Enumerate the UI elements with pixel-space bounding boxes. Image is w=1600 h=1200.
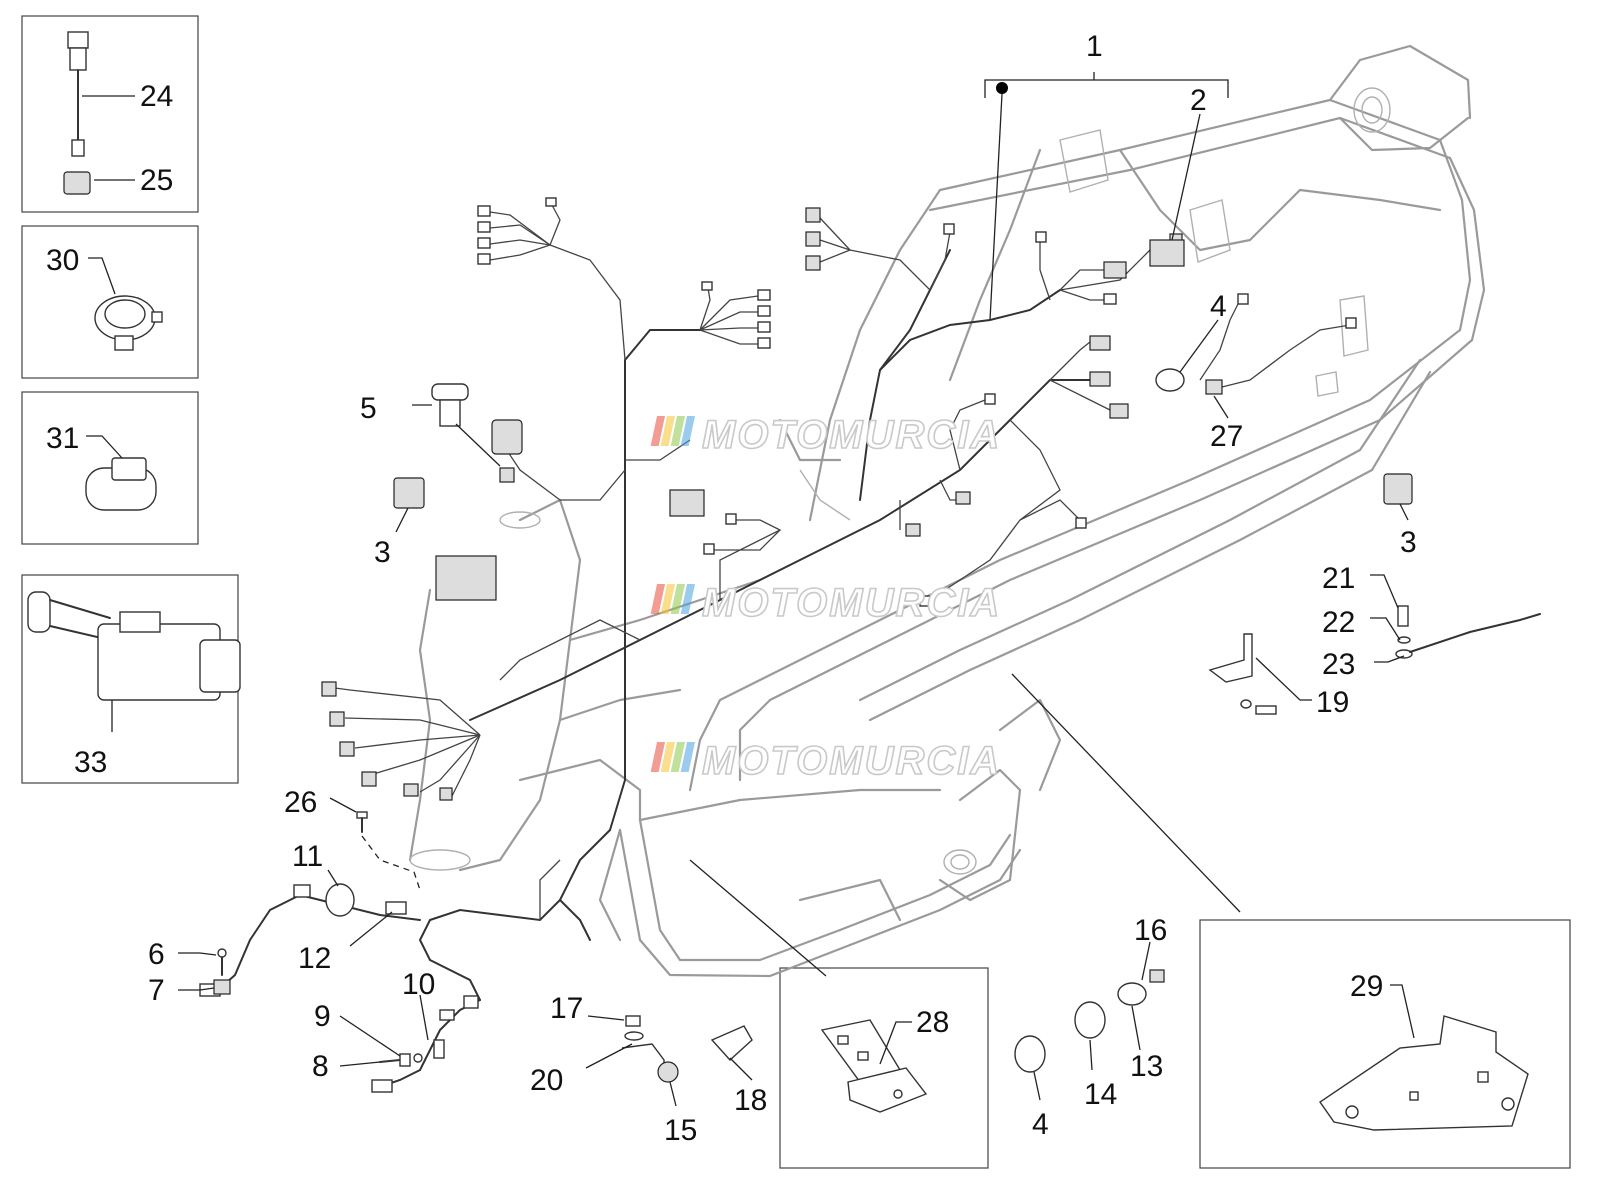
callout-7: 7 <box>148 974 165 1007</box>
watermark-1: MOTOMURCIA <box>650 412 1001 458</box>
callout-12: 12 <box>298 942 331 975</box>
inset-box-33 <box>21 574 241 784</box>
callout-3-left: 3 <box>374 536 391 569</box>
callout-1: 1 <box>1086 30 1103 63</box>
callout-17: 17 <box>550 992 583 1025</box>
chassis-frame <box>408 44 1486 978</box>
watermark-stripe <box>660 742 676 772</box>
watermark-stripe <box>660 416 676 446</box>
callout-21: 21 <box>1322 562 1355 595</box>
inset-box-30 <box>21 225 199 379</box>
callout-15: 15 <box>664 1114 697 1147</box>
callout-2: 2 <box>1190 84 1207 117</box>
callout-8: 8 <box>312 1050 329 1083</box>
watermark-stripe <box>650 584 666 614</box>
callout-11: 11 <box>292 840 323 873</box>
callout-30: 30 <box>46 244 79 277</box>
wiring-harness <box>217 204 1351 1086</box>
callout-10: 10 <box>402 968 435 1001</box>
callout-33: 33 <box>74 746 107 779</box>
inset-box-24-25 <box>21 15 199 213</box>
callout-27: 27 <box>1210 420 1243 453</box>
watermark-stripe <box>670 416 686 446</box>
callout-4-bottom: 4 <box>1032 1108 1049 1141</box>
callout-5: 5 <box>360 392 377 425</box>
callout-3-right: 3 <box>1400 526 1417 559</box>
callout-22: 22 <box>1322 606 1355 639</box>
callout-26: 26 <box>284 786 317 819</box>
callout-23: 23 <box>1322 648 1355 681</box>
callout-16: 16 <box>1134 914 1167 947</box>
callout-24: 24 <box>140 80 173 113</box>
watermark-stripe <box>650 742 666 772</box>
inset-box-28 <box>779 967 989 1169</box>
harness-connectors <box>199 197 1357 1093</box>
callout-25: 25 <box>140 164 173 197</box>
watermark-2: MOTOMURCIA <box>650 580 1001 626</box>
watermark-stripe <box>650 416 666 446</box>
callout-14: 14 <box>1084 1078 1117 1111</box>
leader-lines <box>178 72 1409 1107</box>
callout-9: 9 <box>314 1000 331 1033</box>
watermark-stripe <box>680 742 696 772</box>
callout-19: 19 <box>1316 686 1349 719</box>
small-parts <box>213 368 1541 1083</box>
callout-13: 13 <box>1130 1050 1163 1083</box>
watermark-stripe <box>680 416 696 446</box>
watermark-text: MOTOMURCIA <box>702 581 1001 625</box>
callout-29: 29 <box>1350 970 1383 1003</box>
watermark-stripe <box>680 584 696 614</box>
callouts: 1 2 3 3 4 4 5 6 7 8 9 10 11 12 13 14 15 … <box>46 30 1417 1147</box>
watermark-text: MOTOMURCIA <box>702 413 1001 457</box>
callout-31: 31 <box>46 422 79 455</box>
callout-18: 18 <box>734 1084 767 1117</box>
watermark-text: MOTOMURCIA <box>702 739 1001 783</box>
watermark-stripe <box>670 742 686 772</box>
callout-6: 6 <box>148 938 165 971</box>
callout-28: 28 <box>916 1006 949 1039</box>
watermark-stripe <box>660 584 676 614</box>
callout-20: 20 <box>530 1064 563 1097</box>
watermark-stripe <box>670 584 686 614</box>
inset-box-31 <box>21 391 199 545</box>
inset-box-29 <box>1199 919 1571 1169</box>
watermark-3: MOTOMURCIA <box>650 738 1001 784</box>
callout-4-top: 4 <box>1210 290 1227 323</box>
